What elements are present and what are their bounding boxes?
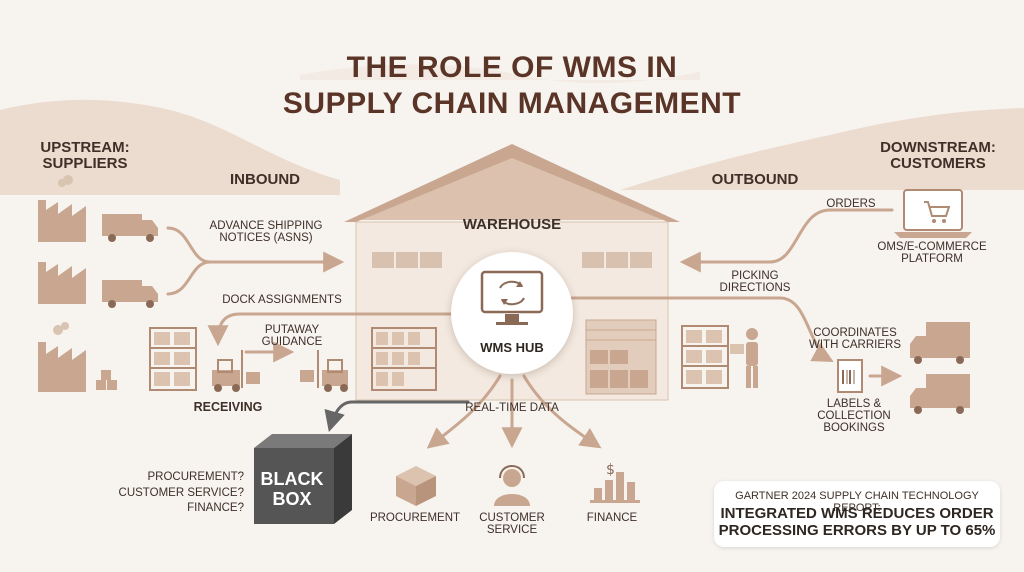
procurement-label: PROCUREMENT bbox=[369, 512, 461, 524]
laptop-icon bbox=[894, 189, 972, 238]
data-arrow-procurement bbox=[426, 374, 502, 449]
hills-top bbox=[300, 64, 700, 84]
realtime-data-label: REAL-TIME DATA bbox=[465, 402, 559, 414]
dock-assignments-label: DOCK ASSIGNMENTS bbox=[222, 294, 342, 306]
statistic-callout: GARTNER 2024 SUPPLY CHAIN TECHNOLOGY REP… bbox=[714, 481, 1000, 547]
factory-3 bbox=[38, 322, 117, 392]
outbound-truck-1 bbox=[910, 322, 970, 364]
asn-arrow-lower bbox=[166, 260, 212, 296]
black-box-questions: PROCUREMENT?CUSTOMER SERVICE?FINANCE? bbox=[118, 471, 244, 515]
orders-label: ORDERS bbox=[826, 198, 876, 210]
picking-arrow bbox=[570, 296, 834, 363]
warehouse-label: WAREHOUSE bbox=[462, 216, 562, 233]
title-line-2: SUPPLY CHAIN MANAGEMENT bbox=[282, 87, 742, 120]
worker-figure bbox=[730, 328, 758, 388]
shipping-label-icon bbox=[837, 359, 863, 393]
inbound-label: INBOUND bbox=[230, 171, 300, 188]
receiving-label: RECEIVING bbox=[193, 400, 263, 414]
forklift-1 bbox=[212, 350, 260, 392]
warehouse-shelf bbox=[371, 327, 437, 391]
factory-2 bbox=[38, 262, 86, 304]
hills-right bbox=[620, 108, 1024, 190]
dock-arrow bbox=[207, 312, 454, 347]
black-box-cube bbox=[254, 434, 352, 524]
finance-dollar-icon: $ bbox=[606, 462, 615, 478]
wms-hub: WMS HUB bbox=[451, 252, 573, 374]
finance-chart-icon bbox=[590, 472, 640, 503]
headset-person-icon bbox=[494, 465, 530, 506]
receiving-shelf bbox=[149, 327, 197, 391]
finance-label: FINANCE bbox=[586, 512, 638, 524]
outbound-truck-2 bbox=[910, 374, 970, 414]
inbound-truck-1 bbox=[102, 214, 158, 242]
inbound-truck-2 bbox=[102, 280, 158, 308]
upstream-label: UPSTREAM:SUPPLIERS bbox=[40, 139, 130, 172]
orders-arrow bbox=[679, 208, 894, 273]
refresh-monitor-icon bbox=[480, 270, 544, 325]
title-line-1: THE ROLE OF WMS IN bbox=[346, 51, 678, 84]
picking-shelf bbox=[681, 325, 729, 389]
data-arrow-finance bbox=[522, 374, 602, 449]
outbound-label: OUTBOUND bbox=[711, 171, 799, 188]
callout-source: GARTNER 2024 SUPPLY CHAIN TECHNOLOGY REP… bbox=[735, 490, 979, 514]
forklift-2 bbox=[300, 350, 348, 392]
hills-left bbox=[0, 99, 340, 195]
procurement-box-icon bbox=[396, 466, 436, 506]
hub-label: WMS HUB bbox=[480, 340, 544, 355]
black-box-arrow bbox=[324, 400, 470, 433]
factory-1 bbox=[38, 175, 86, 242]
downstream-label: DOWNSTREAM:CUSTOMERS bbox=[880, 139, 996, 172]
